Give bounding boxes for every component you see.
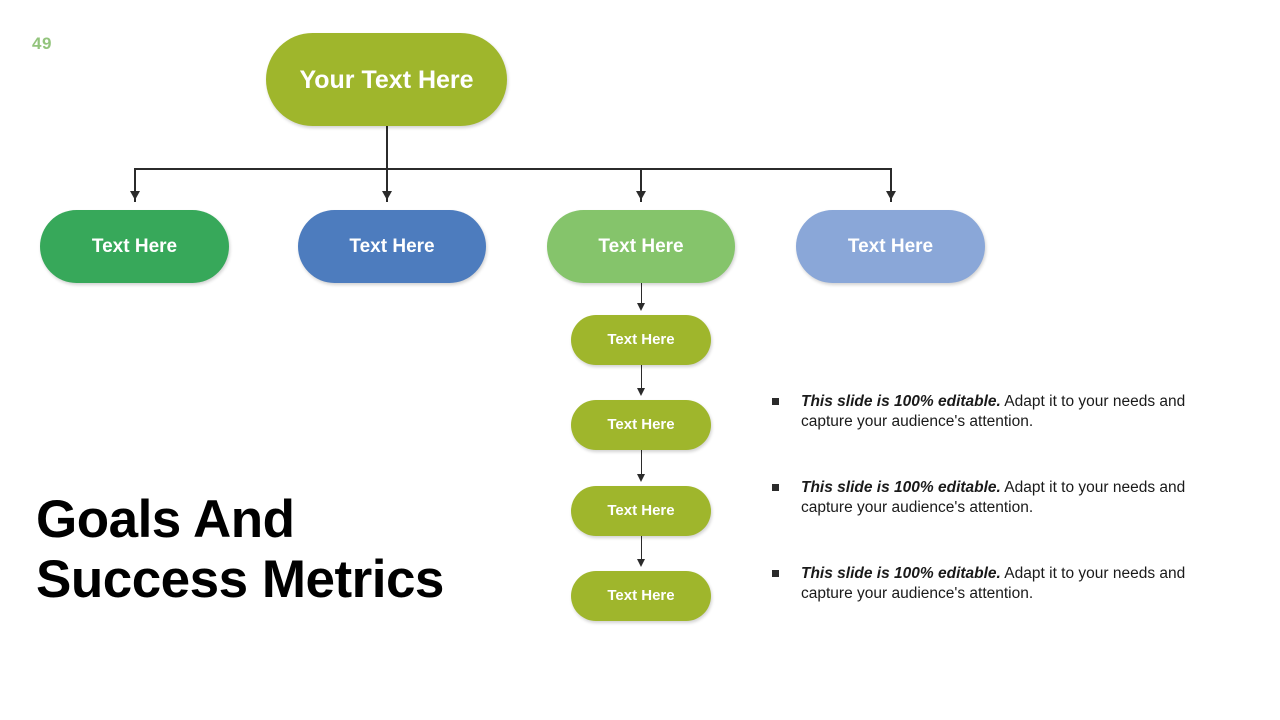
connector-chain-4 bbox=[640, 536, 642, 563]
connector-horizontal-bar bbox=[134, 168, 891, 170]
list-item-body: Adapt it to your needs and capture your … bbox=[801, 478, 1186, 517]
node-level2-2[interactable]: Text Here bbox=[298, 210, 486, 283]
node-root[interactable]: Your Text Here bbox=[266, 33, 507, 126]
page-title-line-2: Success Metrics bbox=[36, 549, 444, 609]
list-item: This slide is 100% editable. Adapt it to… bbox=[768, 478, 1238, 519]
arrowhead-icon-chain-1 bbox=[636, 303, 645, 311]
arrowhead-icon-1 bbox=[129, 191, 140, 200]
node-level3-1[interactable]: Text Here bbox=[571, 315, 711, 365]
node-level3-4[interactable]: Text Here bbox=[571, 571, 711, 621]
square-bullet-icon bbox=[772, 398, 779, 405]
arrowhead-icon-chain-4 bbox=[636, 559, 645, 567]
connector-drop-3 bbox=[640, 168, 642, 202]
node-level2-1[interactable]: Text Here bbox=[40, 210, 229, 283]
list-item-body: Adapt it to your needs and capture your … bbox=[801, 393, 1186, 431]
node-level2-4[interactable]: Text Here bbox=[796, 210, 985, 283]
connector-root-stem bbox=[386, 126, 388, 202]
node-level3-2[interactable]: Text Here bbox=[571, 400, 711, 450]
connector-drop-2 bbox=[386, 168, 388, 202]
node-level2-3[interactable]: Text Here bbox=[547, 210, 735, 283]
node-level3-3[interactable]: Text Here bbox=[571, 486, 711, 536]
list-item-bold: This slide is 100% editable. bbox=[801, 564, 1001, 582]
page-number: 49 bbox=[32, 34, 52, 53]
connector-drop-1 bbox=[134, 168, 136, 202]
connector-drop-4 bbox=[890, 168, 892, 202]
connector-chain-3 bbox=[640, 450, 642, 478]
list-item: This slide is 100% editable. Adapt it to… bbox=[768, 392, 1238, 433]
arrowhead-icon-chain-2 bbox=[636, 388, 645, 396]
list-item-bold: This slide is 100% editable. bbox=[801, 393, 1001, 410]
list-item-bold: This slide is 100% editable. bbox=[801, 478, 1001, 496]
square-bullet-icon bbox=[772, 483, 779, 491]
page-title-line-1: Goals And bbox=[36, 490, 295, 549]
arrowhead-icon-chain-3 bbox=[636, 474, 645, 482]
arrowhead-icon-4 bbox=[885, 191, 896, 200]
square-bullet-icon bbox=[772, 569, 779, 577]
arrowhead-icon-2 bbox=[381, 191, 392, 200]
list-item: This slide is 100% editable. Adapt it to… bbox=[768, 564, 1238, 605]
connector-chain-2 bbox=[640, 365, 642, 392]
bullet-list: This slide is 100% editable. Adapt it to… bbox=[768, 392, 1238, 605]
arrowhead-icon-3 bbox=[635, 191, 646, 200]
list-item-body: Adapt it to your needs and capture your … bbox=[801, 564, 1186, 603]
page-title: Goals And Success Metrics bbox=[36, 490, 556, 610]
connector-chain-1 bbox=[640, 283, 642, 307]
